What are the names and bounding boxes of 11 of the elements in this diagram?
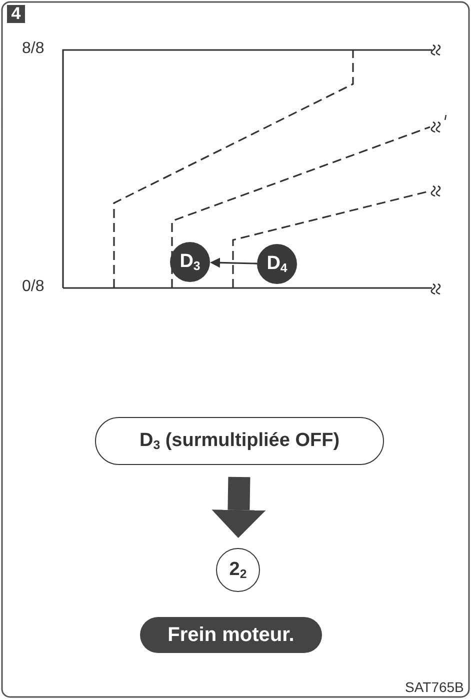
axis-label: 0/8: [22, 278, 44, 296]
gear-circle: D$_{4}$: [257, 244, 297, 284]
result-label: Frein moteur.: [140, 617, 322, 653]
axis-label: 8/8: [22, 40, 44, 58]
gear-circle: 2$_{2}$: [216, 548, 260, 592]
block-arrow: [212, 476, 266, 538]
figure-number: 4: [7, 5, 25, 23]
range-box: D$_{3}$ (surmultipliée OFF): [95, 417, 384, 465]
gear-circle: D$_{3}$: [170, 242, 210, 282]
arrow: [210, 258, 258, 268]
figure-code: SAT765B: [405, 679, 464, 695]
